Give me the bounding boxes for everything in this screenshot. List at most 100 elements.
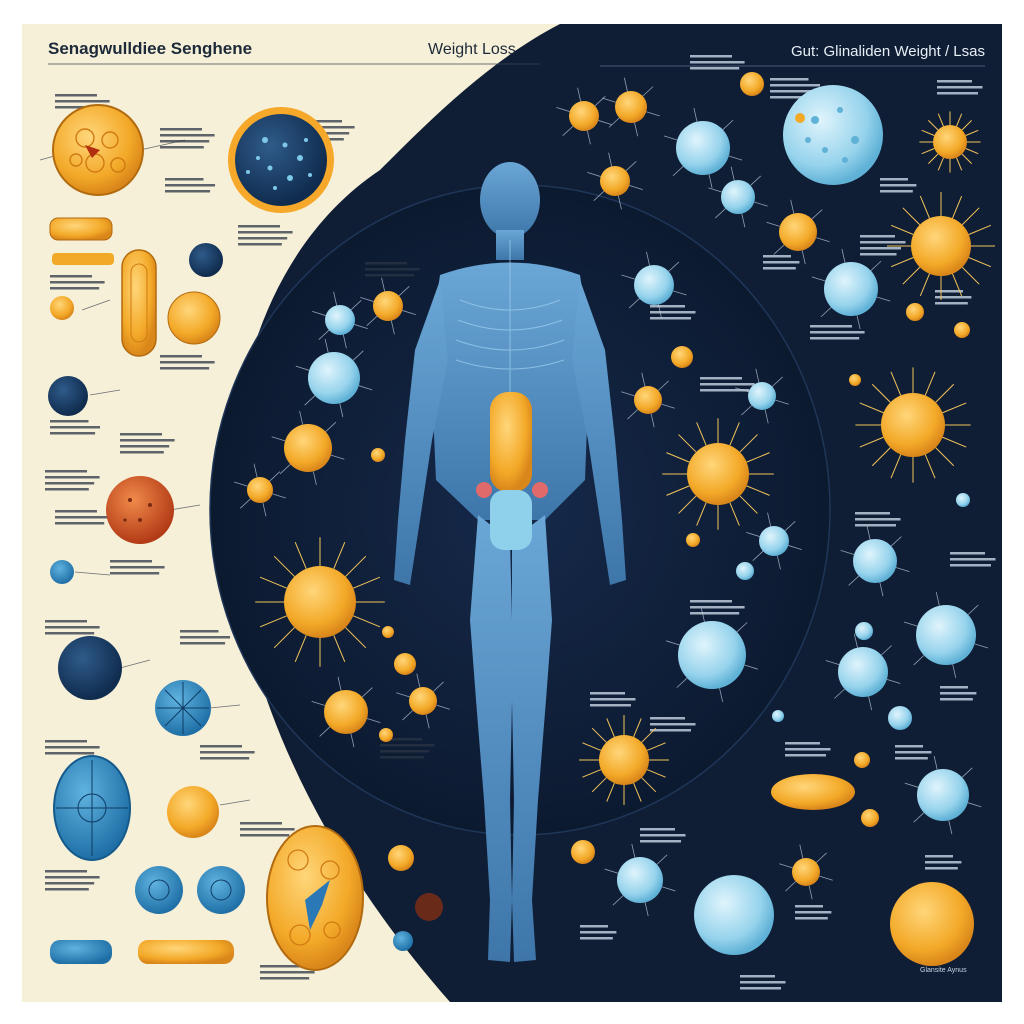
text-placeholder-line [45,888,89,891]
text-placeholder-line [55,516,110,519]
text-placeholder-line [380,738,422,741]
text-placeholder-line [740,975,775,978]
text-placeholder-line [45,632,95,635]
cell-ray [591,727,607,743]
cell-connector [853,633,858,648]
cell-connector [672,290,687,296]
blue-cell [325,305,355,335]
cell-connector [358,385,373,391]
text-placeholder-line [935,296,972,299]
text-placeholder-line [45,752,95,755]
orange-cell [954,322,970,338]
cell-ray [696,502,707,526]
cell-connector [895,567,910,573]
text-placeholder-line [180,636,231,639]
cell-ray [965,148,979,155]
orange-cell [686,533,700,547]
cell-connector [360,297,374,302]
cell-ray [921,148,935,155]
blue-cell [617,857,663,903]
orange-cell [382,626,394,638]
text-placeholder-line [365,268,420,271]
cell-ray [968,257,992,268]
cell-connector [612,895,624,906]
text-placeholder-line [785,754,826,757]
cell-connector [819,875,833,881]
cell-connector [366,315,378,327]
text-placeholder-line [770,90,816,93]
cell-ray [952,195,963,219]
text-placeholder-line [880,184,917,187]
cell-ray [273,627,295,649]
cell-connector [728,155,743,161]
text-placeholder-line [950,552,985,555]
cell-ray [294,635,307,663]
cell-ray [952,273,963,297]
cell-connector [319,726,331,737]
text-placeholder-line [895,745,923,748]
cell-connector [312,471,317,486]
orange-cell [284,566,356,638]
text-placeholder-line [860,253,897,256]
text-placeholder-line [45,476,100,479]
orange-cell [687,443,749,505]
blue-cell [855,622,873,640]
cell-connector [337,676,342,691]
text-placeholder-line [590,698,636,701]
cell-ray [961,153,972,164]
cell-connector [870,260,882,271]
text-placeholder-line [763,267,796,270]
cell-connector [700,608,705,622]
cell-connector [785,881,797,892]
text-placeholder-line [240,822,282,825]
text-placeholder-line [110,560,152,563]
cell-connector [815,852,827,863]
cell-connector [650,413,655,428]
text-placeholder-line [860,235,895,238]
text-placeholder-line [580,937,613,940]
text-placeholder-line [110,572,160,575]
cell-connector [644,902,649,917]
text-placeholder-line [165,184,216,187]
cell-connector [361,687,373,698]
cell-connector [658,304,662,319]
cell-ray [956,113,963,127]
orange-cell [379,728,393,742]
cell-connector [587,172,601,177]
cell-connector [820,307,832,318]
text-placeholder-line [940,686,968,689]
cell-connector [631,843,636,858]
cell-connector [330,454,345,460]
cell-connector [279,464,291,475]
cell-connector [556,107,570,112]
text-placeholder-line [937,92,978,95]
cell-connector [775,399,789,405]
cell-connector [693,107,698,122]
blue-cell [736,562,754,580]
cell-connector [262,502,267,517]
blue-cell [916,605,976,665]
cell-ray [746,485,770,496]
cell-ray [942,436,967,448]
navy-cells [234,72,995,917]
cell-ray [259,576,287,589]
cell-connector [617,195,622,210]
cell-connector [974,643,989,649]
orange-cell [861,809,879,827]
text-placeholder-line [365,262,407,265]
text-placeholder-line [45,740,87,743]
cell-connector [779,863,793,869]
text-placeholder-line [380,756,424,759]
cell-connector [755,368,760,383]
cell-connector [808,885,813,900]
cell-connector [646,111,660,117]
text-placeholder-line [50,420,89,423]
cell-connector [342,334,347,349]
cell-ray [273,555,295,577]
cell-connector [598,120,612,125]
cell-ray [678,434,697,453]
cell-connector [402,710,414,721]
cell-ray [924,371,936,396]
cell-connector [239,498,251,509]
cell-ray [641,777,657,793]
